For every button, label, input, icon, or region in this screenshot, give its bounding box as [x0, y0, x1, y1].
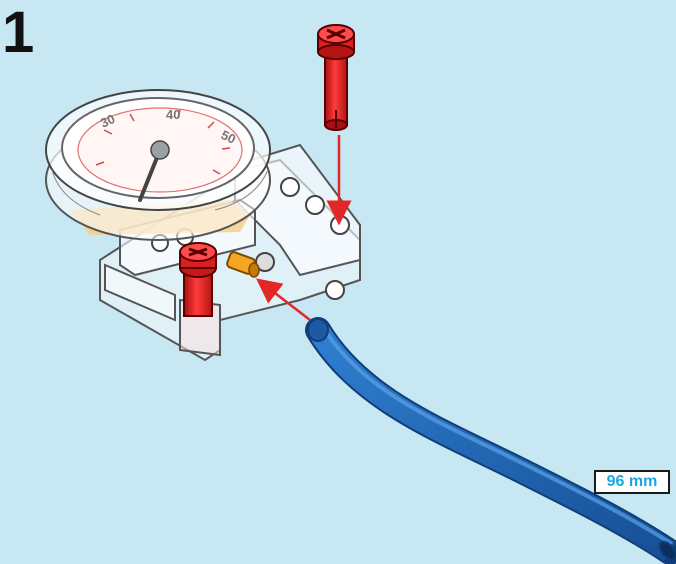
tube-length-label: 96 mm [594, 470, 670, 494]
red-pin-icon [318, 25, 354, 130]
pneumatic-tube-icon [308, 319, 676, 563]
red-pin-icon [180, 243, 216, 316]
dial-label-40: 40 [166, 107, 180, 122]
